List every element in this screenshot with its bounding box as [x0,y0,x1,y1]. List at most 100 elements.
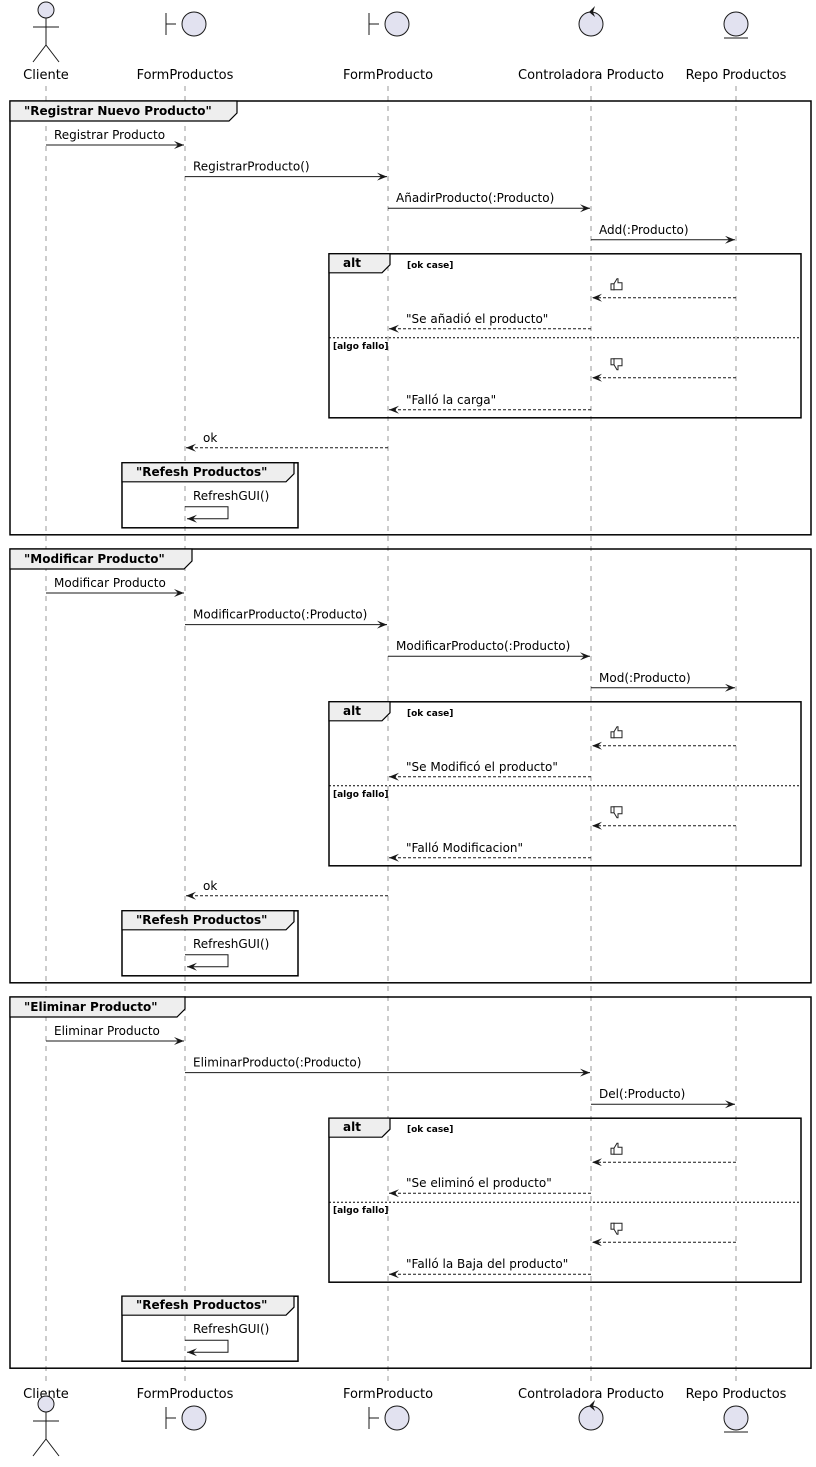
entity-icon [723,1405,749,1433]
participant-repo: Repo Productos [686,1387,787,1433]
message-label: Modificar Producto [54,576,166,590]
message-label: Mod(:Producto) [599,671,691,685]
ok-reply-label: ok [203,431,217,445]
alt-fragment: alt [ok case] [algo fallo] "Se añadió el pr… [328,253,802,419]
participant-cliente: Cliente [23,1387,69,1457]
participant-formproducto: FormProducto [343,1387,433,1431]
thumbs-down-icon [610,358,623,371]
participant-name: FormProductos [137,1387,234,1402]
guard-algo-fallo: [algo fallo] [333,790,389,800]
participant-formproductos: FormProductos [137,11,234,83]
participant-name: Cliente [23,68,69,83]
participant-controladora: Controladora Producto [518,6,664,83]
alt-label: alt [343,704,361,718]
participant-repo: Repo Productos [686,11,787,83]
alt-tab [328,253,391,274]
refresh-gui-label: RefreshGUI() [193,489,269,503]
section-frame [9,996,812,1369]
alt-frame [328,1117,802,1283]
actor-icon [32,1,60,63]
refresh-label: "Refesh Productos" [136,1298,267,1312]
alt-fragment: alt [ok case] [algo fallo] "Se eliminó el p… [328,1117,802,1283]
message-label: Add(:Producto) [599,223,689,237]
actor-icon [32,1395,60,1457]
refresh-gui-arrow [185,506,229,523]
participant-name: Controladora Producto [518,68,664,83]
alt-fragment: alt [ok case] [algo fallo] "Se Modificó el … [328,701,802,867]
participant-name: FormProducto [343,68,433,83]
group-frame-section: Eliminar ProductoEliminarProducto(:Produ… [9,996,812,1369]
message-label: RegistrarProducto() [193,160,310,174]
refresh-group: "Refesh Productos" RefreshGUI() [121,1295,299,1362]
participant-name: Controladora Producto [518,1387,664,1402]
refresh-gui-arrow [185,1339,229,1357]
participant-controladora: Controladora Producto [518,1387,664,1431]
alt-tab [328,1117,391,1138]
participant-cliente: Cliente [23,1,69,83]
boundary-icon [165,11,207,37]
reply-message-label: "Falló la carga" [406,393,496,407]
refresh-label: "Refesh Productos" [136,465,267,479]
section-frame [9,100,812,536]
thumbs-down-icon [610,806,623,819]
message-label: Registrar Producto [54,128,165,142]
alt-frame [328,701,802,867]
message-label: ModificarProducto(:Producto) [193,608,367,622]
section-title-label: "Registrar Nuevo Producto" [24,104,212,118]
thumbs-down-icon [610,1222,623,1235]
reply-message-label: "Se añadió el producto" [406,312,548,326]
section-title-label: "Eliminar Producto" [24,1000,157,1014]
entity-icon [723,11,749,39]
section-title-tab [9,100,238,122]
refresh-tab [121,910,295,931]
control-icon [578,1400,604,1431]
participant-name: Repo Productos [686,1387,787,1402]
refresh-group: "Refesh Productos" RefreshGUI() [121,910,299,977]
guard-ok-case: [ok case] [407,261,453,271]
thumbs-up-icon [610,726,623,739]
reply-message-label: "Se eliminó el producto" [406,1176,552,1190]
refresh-tab [121,1295,295,1316]
section-title-label: "Modificar Producto" [24,552,165,566]
section-frame [9,548,812,984]
guard-ok-case: [ok case] [407,709,453,719]
boundary-icon [368,1405,410,1431]
alt-tab [328,701,391,722]
ok-reply-label: ok [203,879,217,893]
thumbs-up-icon [610,1142,623,1155]
participant-name: Repo Productos [686,68,787,83]
boundary-icon [165,1405,207,1431]
reply-message-label: "Se Modificó el producto" [406,760,558,774]
participant-formproducto: FormProducto [343,11,433,83]
guard-algo-fallo: [algo fallo] [333,1206,389,1216]
alt-label: alt [343,1120,361,1134]
guard-algo-fallo: [algo fallo] [333,342,389,352]
refresh-gui-label: RefreshGUI() [193,937,269,951]
refresh-group: "Refesh Productos" RefreshGUI() [121,462,299,529]
message-label: Eliminar Producto [54,1024,160,1038]
refresh-gui-label: RefreshGUI() [193,1322,269,1336]
message-label: ModificarProducto(:Producto) [396,639,570,653]
refresh-label: "Refesh Productos" [136,913,267,927]
participant-name: FormProductos [137,68,234,83]
message-label: AñadirProducto(:Producto) [396,191,554,205]
guard-ok-case: [ok case] [407,1125,453,1135]
message-label: EliminarProducto(:Producto) [193,1056,361,1070]
control-icon [578,6,604,37]
participant-name: FormProducto [343,1387,433,1402]
thumbs-up-icon [610,278,623,291]
reply-message-label: "Falló la Baja del producto" [406,1257,568,1271]
group-frame-section: Modificar ProductoModificarProducto(:Pro… [9,548,812,984]
refresh-tab [121,462,295,483]
alt-label: alt [343,256,361,270]
message-label: Del(:Producto) [599,1087,685,1101]
alt-frame [328,253,802,419]
participant-name: Cliente [23,1387,69,1402]
participant-formproductos: FormProductos [137,1387,234,1431]
section-title-tab [9,548,193,570]
refresh-gui-arrow [185,954,229,971]
boundary-icon [368,11,410,37]
reply-message-label: "Falló Modificacion" [406,841,523,855]
